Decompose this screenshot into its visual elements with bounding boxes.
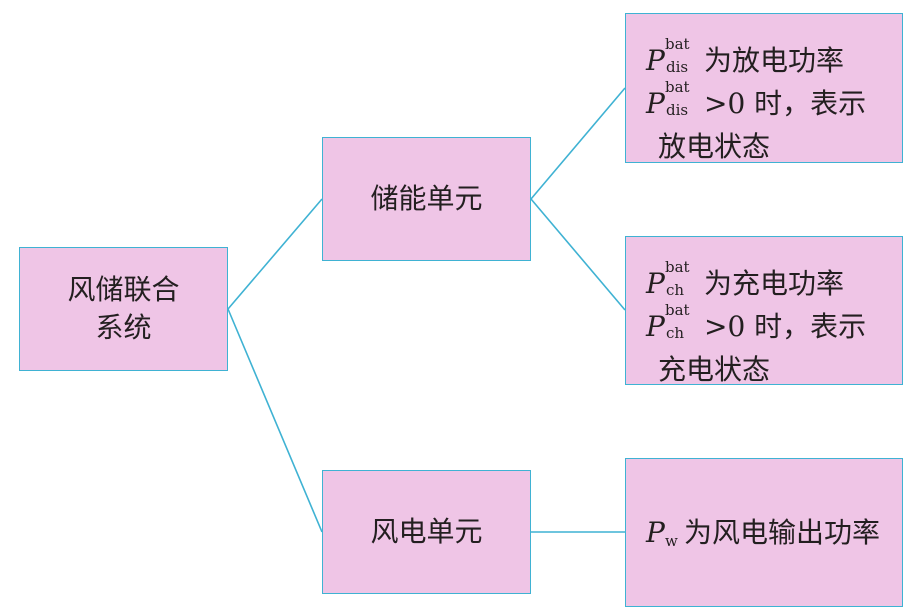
charge-variable: P bat ch: [646, 258, 690, 301]
node-storage-unit: 储能单元: [322, 137, 531, 261]
connector-storage-charge: [530, 198, 626, 311]
node-wind-output-power: P w 为风电输出功率: [625, 458, 903, 607]
discharge-row-2: P bat dis >0 时，表示: [646, 78, 867, 125]
discharge-variable-2: P bat dis: [646, 78, 690, 121]
charge-row-1: P bat ch 为充电功率: [646, 258, 866, 305]
charge-row-2: P bat ch >0 时，表示: [646, 301, 867, 348]
discharge-row-3: 放电状态: [646, 125, 866, 168]
charge-line-1: 为充电功率: [704, 267, 845, 300]
discharge-variable: P bat dis: [646, 35, 690, 78]
discharge-line-3: 放电状态: [658, 130, 771, 163]
charge-line-3: 充电状态: [658, 353, 771, 386]
charge-variable-2: P bat ch: [646, 301, 690, 344]
charge-row-3: 充电状态: [646, 348, 866, 391]
root-line-2: 系统: [95, 311, 152, 344]
node-discharge-power: P bat dis 为放电功率 P bat dis >0 时，表示 放电状态: [625, 13, 903, 163]
node-wind-unit: 风电单元: [322, 470, 531, 594]
connector-storage-discharge: [530, 87, 626, 200]
wind-power-variable: P w: [646, 515, 678, 550]
node-charge-power: P bat ch 为充电功率 P bat ch >0 时，表示 充电状态: [625, 236, 903, 386]
root-line-1: 风储联合: [67, 273, 180, 306]
wind-power-row: P w 为风电输出功率: [646, 514, 880, 552]
discharge-line-2: >0 时，表示: [704, 87, 867, 120]
discharge-line-1: 为放电功率: [704, 44, 845, 77]
wind-power-text: 为风电输出功率: [684, 515, 881, 549]
node-wind-storage-system: 风储联合 系统: [19, 247, 228, 371]
charge-line-2: >0 时，表示: [704, 310, 867, 343]
storage-label: 储能单元: [370, 182, 483, 215]
discharge-row-1: P bat dis 为放电功率: [646, 35, 866, 82]
connector-root-storage: [227, 198, 323, 310]
connector-root-wind: [227, 308, 323, 533]
wind-label: 风电单元: [370, 515, 483, 548]
